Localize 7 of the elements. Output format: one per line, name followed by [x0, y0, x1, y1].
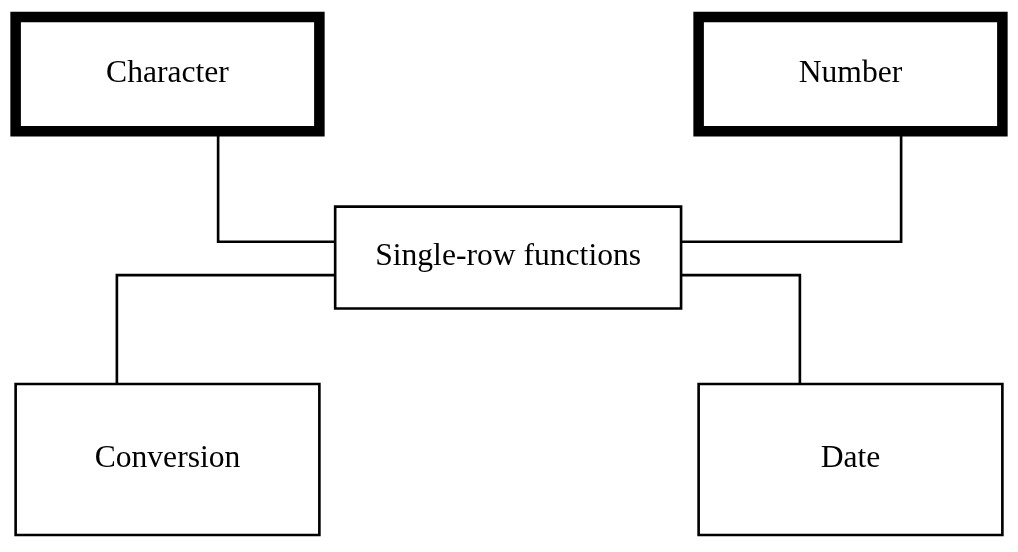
node-box: Single-row functions	[333, 205, 683, 310]
node-box: Number	[693, 11, 1008, 137]
node-box: Character	[10, 11, 325, 137]
connector	[115, 273, 335, 384]
connector	[681, 273, 802, 384]
node-box: Conversion	[14, 382, 321, 537]
node-box: Date	[697, 382, 1004, 537]
